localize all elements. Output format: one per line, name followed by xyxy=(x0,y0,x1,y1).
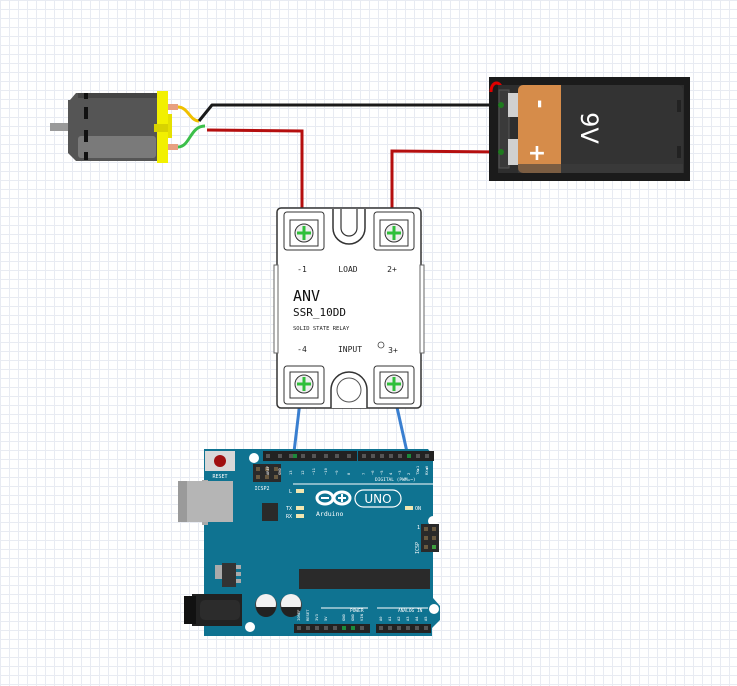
battery-copper-top xyxy=(518,85,561,173)
usb-port[interactable] xyxy=(178,481,233,522)
arduino-uno[interactable]: RESET ICSP2 DI xyxy=(178,449,440,636)
motor-terminal-top[interactable] xyxy=(168,104,178,110)
solid-state-relay[interactable]: -1 LOAD 2+ ANV SSR_10DD SOLID STATE RELA… xyxy=(273,207,425,409)
wire-black[interactable] xyxy=(197,103,502,122)
pin-label-digital-right-7: RX◀0 xyxy=(424,465,429,475)
arduino-logo xyxy=(315,489,402,508)
motor-vents xyxy=(84,93,88,160)
motor-lead-yellow xyxy=(177,105,200,123)
pin-label-analog-0: A0 xyxy=(378,616,383,621)
arduino-board xyxy=(204,449,440,636)
battery-minus-snap xyxy=(508,93,520,117)
pin-label-digital-left-7: 8 xyxy=(346,472,351,475)
analog-header[interactable] xyxy=(376,624,431,633)
motor-terminal-bottom[interactable] xyxy=(168,144,178,150)
motor-lead-green xyxy=(177,124,206,149)
battery-minus-label: - xyxy=(527,99,552,108)
pin-label-analog-5: A5 xyxy=(423,616,428,621)
digital-header-left[interactable] xyxy=(263,451,357,461)
power-header[interactable] xyxy=(294,624,370,633)
icsp-header xyxy=(421,524,439,552)
pin-label-analog-3: A3 xyxy=(405,616,410,621)
atmega-chip xyxy=(299,569,430,589)
pin-label-digital-left-5: ~10 xyxy=(323,467,328,475)
arduino-logo-text: Arduino xyxy=(316,510,343,518)
icsp-label: ICSP xyxy=(415,542,421,554)
pin-label-digital-left-0: AREF xyxy=(265,465,270,475)
svg-text:RX: RX xyxy=(286,514,292,520)
usb-chip xyxy=(262,503,278,521)
pin-label-digital-right-5: 2 xyxy=(406,473,411,475)
power-label: POWER xyxy=(350,608,364,614)
pin-label-digital-right-0: 7 xyxy=(361,473,366,475)
led-on xyxy=(405,506,413,510)
relay-terminal-2[interactable] xyxy=(373,211,415,251)
relay-label-terminal-2: 2+ xyxy=(387,265,397,274)
relay-label-terminal-3: 3+ xyxy=(388,346,398,355)
wires xyxy=(197,103,503,453)
pin-label-analog-4: A4 xyxy=(414,616,419,621)
pin-label-power-6: VIN xyxy=(359,613,364,621)
relay-brand: ANV xyxy=(293,287,320,305)
relay-model: SSR_10DD xyxy=(293,306,346,319)
pin-label-analog-2: A2 xyxy=(396,616,401,621)
pin-label-digital-left-1: GND xyxy=(277,467,282,475)
svg-text:TX: TX xyxy=(286,506,292,512)
pin-labels: AREF GND 13 12 ~11 ~10 ~9 8 7 ~6 ~5 4 ~3 2 TX▶1 RX◀0IOR… xyxy=(265,465,429,621)
pin-label-digital-left-2: 13 xyxy=(288,470,293,475)
pin-label-digital-right-2: ~5 xyxy=(379,470,384,475)
led-tx xyxy=(296,506,304,510)
pin-label-power-3: 5V xyxy=(323,616,328,621)
voltage-regulator xyxy=(215,563,241,587)
wire-red-relay-battery[interactable] xyxy=(390,149,503,232)
analog-label: ANALOG IN xyxy=(398,608,423,614)
pin-gnd-active xyxy=(293,454,297,458)
pin-label-analog-1: A1 xyxy=(387,616,392,621)
relay-label-terminal-1: -1 xyxy=(297,265,307,274)
pin-label-power-0: IOREF xyxy=(296,609,301,621)
pin-label-digital-right-1: ~6 xyxy=(370,470,375,475)
pin-label-digital-right-3: 4 xyxy=(388,472,393,475)
pin-label-digital-right-6: TX▶1 xyxy=(415,465,420,475)
digital-header-right[interactable] xyxy=(358,451,434,461)
pin-label-digital-right-4: ~3 xyxy=(397,470,402,475)
digital-label: DIGITAL (PWM=~) xyxy=(375,477,416,483)
wire-red-motor-relay[interactable] xyxy=(206,128,304,232)
capacitor-2 xyxy=(280,594,302,617)
led-rx xyxy=(296,514,304,518)
svg-text:ON: ON xyxy=(415,506,421,512)
pin-label-power-2: 3V3 xyxy=(314,614,319,621)
arduino-model: UNO xyxy=(364,492,391,506)
battery-plus-snap xyxy=(508,139,520,165)
led-l xyxy=(296,489,304,493)
relay-terminal-3[interactable] xyxy=(373,365,415,405)
pin-label-digital-left-3: 12 xyxy=(300,470,305,475)
relay-mount-slot xyxy=(332,209,366,245)
relay-description: SOLID STATE RELAY xyxy=(293,326,350,332)
pin-label-power-4: GND xyxy=(341,613,346,621)
pin-label-digital-left-4: ~11 xyxy=(311,467,316,475)
motor-shaft xyxy=(50,123,70,131)
icsp2-header xyxy=(253,464,281,482)
dc-motor[interactable] xyxy=(50,91,206,163)
reset-label: RESET xyxy=(212,474,227,480)
relay-label-input: INPUT xyxy=(338,345,362,354)
icsp2-label: ICSP2 xyxy=(254,486,269,492)
pin-d2-active xyxy=(407,454,411,458)
relay-label-terminal-4: -4 xyxy=(297,345,307,354)
pin-label-power-1: RESET xyxy=(305,609,310,621)
battery-voltage-label: 9V xyxy=(575,112,603,144)
pin-label-power-5: GND xyxy=(350,613,355,621)
relay-terminal-1[interactable] xyxy=(283,211,325,251)
relay-mount-hole xyxy=(336,377,362,403)
svg-text:1: 1 xyxy=(417,525,420,531)
svg-text:L: L xyxy=(289,489,292,495)
battery-plus-label: + xyxy=(528,141,546,166)
capacitor-1 xyxy=(255,594,277,617)
pin-label-digital-left-6: ~9 xyxy=(334,470,339,475)
relay-label-load: LOAD xyxy=(338,265,357,274)
battery-9v[interactable]: - + 9V xyxy=(489,77,690,181)
relay-terminal-4[interactable] xyxy=(283,365,325,405)
